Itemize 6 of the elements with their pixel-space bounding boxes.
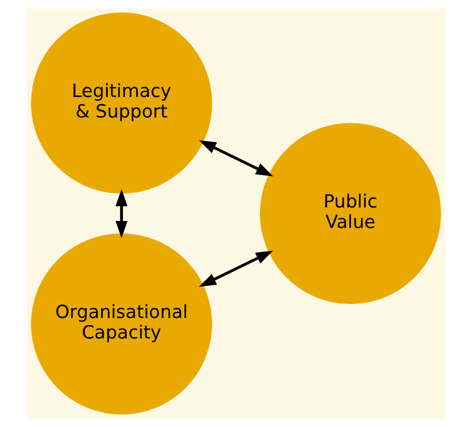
node-circle: Organisational Capacity	[30, 233, 212, 415]
arrow	[115, 189, 128, 238]
node-circle: Public Value	[259, 122, 441, 304]
arrow	[198, 140, 273, 176]
node-circle: Legitimacy & Support	[30, 12, 212, 194]
arrow	[198, 250, 273, 287]
